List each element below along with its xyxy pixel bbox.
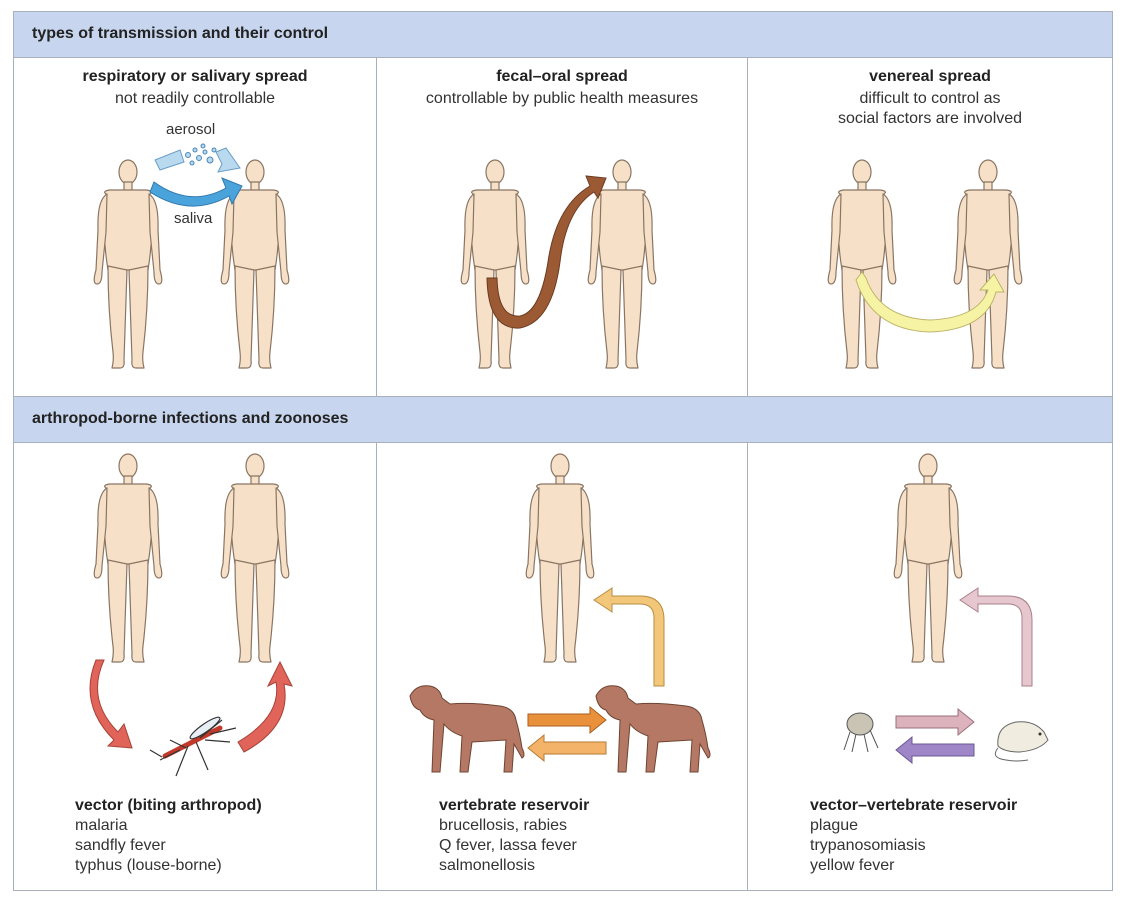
saliva-label: saliva [174,210,213,227]
vector-reservoir-text-block: vector–vertebrate reservoir plague trypa… [810,796,1017,876]
aerosol-label: aerosol [166,121,216,138]
human-figure [460,159,530,369]
panel-subtitle-venereal-line2: social factors are involved [837,110,1023,127]
disease-item: brucellosis, rabies [439,817,568,834]
panel-subtitle-respiratory: not readily controllable [114,90,276,107]
disease-item: trypanosomiasis [810,837,926,854]
human-figure [827,159,897,369]
saliva-arrow [149,177,243,207]
human-figure [220,453,290,663]
diagram-frame: types of transmission and their control … [13,11,1113,891]
panel-title-fecal-oral: fecal–oral spread [496,68,628,85]
section-title: arthropod-borne infections and zoonoses [32,410,349,427]
rat-icon [994,721,1049,762]
venereal-arrow [855,271,1005,333]
vector-reservoir-arrow-right [895,707,975,737]
fecal-oral-arrow [486,175,607,329]
human-figure [893,453,963,663]
reservoir-arrow-right [527,705,607,735]
panel-title-respiratory: respiratory or salivary spread [82,68,308,85]
panel-subtitle-venereal-line1: difficult to control as [859,90,1001,107]
section-header-transmission: types of transmission and their control [14,12,1112,58]
section-header-arthropod: arthropod-borne infections and zoonoses [14,396,1112,443]
dog-icon [409,685,525,773]
disease-item: Q fever, lassa fever [439,837,577,854]
disease-item: malaria [75,817,128,834]
panel-title-venereal: venereal spread [869,68,991,85]
vector-text-block: vector (biting arthropod) malaria sandfl… [75,796,262,876]
flea-icon [843,712,879,753]
mosquito-icon [149,716,237,777]
disease-item: yellow fever [810,857,895,874]
panel-title-reservoir: vertebrate reservoir [439,797,590,814]
reservoir-arrow-to-human [593,587,665,687]
human-figure [525,453,595,663]
panel-subtitle-fecal-oral: controllable by public health measures [425,90,699,107]
panel-title-vector: vector (biting arthropod) [75,797,262,814]
disease-item: sandfly fever [75,837,166,854]
panel-divider [376,443,377,891]
vector-reservoir-arrow-left [895,735,975,765]
vector-arrow-up [237,660,293,753]
reservoir-arrow-left [527,733,607,763]
disease-item: salmonellosis [439,857,536,874]
disease-item: plague [810,817,859,834]
panel-divider [747,443,748,891]
disease-item: typhus (louse-borne) [75,857,222,874]
aerosol-arrow [154,143,241,173]
dog-icon [595,685,711,773]
human-figure [953,159,1023,369]
panel-divider [747,58,748,396]
panel-divider [376,58,377,396]
vector-reservoir-arrow-to-human [959,587,1033,687]
section-title: types of transmission and their control [32,25,329,42]
panel-title-vector-reservoir: vector–vertebrate reservoir [810,797,1018,814]
human-figure [93,453,163,663]
reservoir-text-block: vertebrate reservoir brucellosis, rabies… [439,796,589,876]
vector-arrow-down [89,659,133,749]
